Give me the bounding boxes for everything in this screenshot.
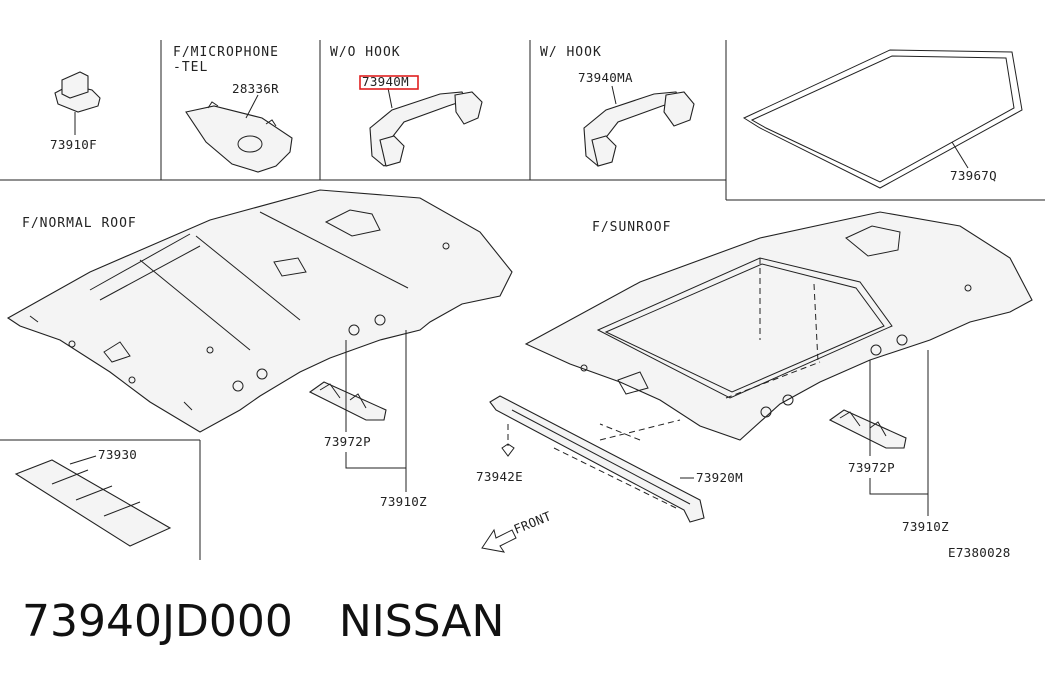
highlight-box (359, 75, 419, 90)
front-arrow-icon (481, 528, 517, 553)
clip-73972P-right-drawing (828, 360, 907, 456)
assist-grip-73940M-drawing (369, 87, 483, 167)
sunroof-seal-73967Q-drawing (742, 49, 1023, 189)
label-73930: 73930 (98, 447, 137, 462)
label-73910Z-left: 73910Z (380, 494, 427, 509)
label-73972P-right: 73972P (848, 460, 895, 475)
label-28336R: 28336R (232, 81, 279, 96)
microphone-cover-28336R-drawing (185, 94, 293, 173)
header-microphone-line1: F/MICROPHONE (173, 45, 279, 60)
footer-brand: NISSAN (338, 596, 505, 647)
front-label: FRONT (512, 508, 554, 537)
label-73910Z-right: 73910Z (902, 519, 949, 534)
clip-73910F-drawing (54, 71, 101, 135)
header-normal-roof: F/NORMAL ROOF (22, 216, 137, 231)
section-borders (0, 40, 1045, 560)
front-rail-73920M-drawing (489, 395, 705, 523)
header-without-hook: W/O HOOK (330, 45, 401, 60)
label-73910F: 73910F (50, 137, 97, 152)
label-73972P-left: 73972P (324, 434, 371, 449)
sound-pad-73930-drawing (14, 455, 172, 547)
header-microphone-line2: -TEL (173, 60, 208, 75)
diagram-code: E7380028 (948, 545, 1011, 560)
label-73920M: 73920M (696, 470, 743, 485)
header-sunroof: F/SUNROOF (592, 220, 671, 235)
clip-73972P-left-drawing (308, 340, 387, 432)
label-73940M: 73940M (362, 74, 409, 89)
sunroof-headliner-drawing (524, 211, 1033, 441)
footer-part-number: 73940JD000 (22, 596, 293, 647)
label-73940MA: 73940MA (578, 70, 633, 85)
label-73967Q: 73967Q (950, 168, 997, 183)
footer-caption: 73940JD000 NISSAN (22, 596, 504, 647)
assist-grip-73940MA-drawing (583, 85, 695, 167)
header-with-hook: W/ HOOK (540, 45, 602, 60)
normal-roof-headliner-drawing (6, 189, 513, 433)
leader-73910Z-left (345, 330, 407, 469)
label-73942E: 73942E (476, 469, 523, 484)
leader-73910Z-right (869, 350, 929, 495)
